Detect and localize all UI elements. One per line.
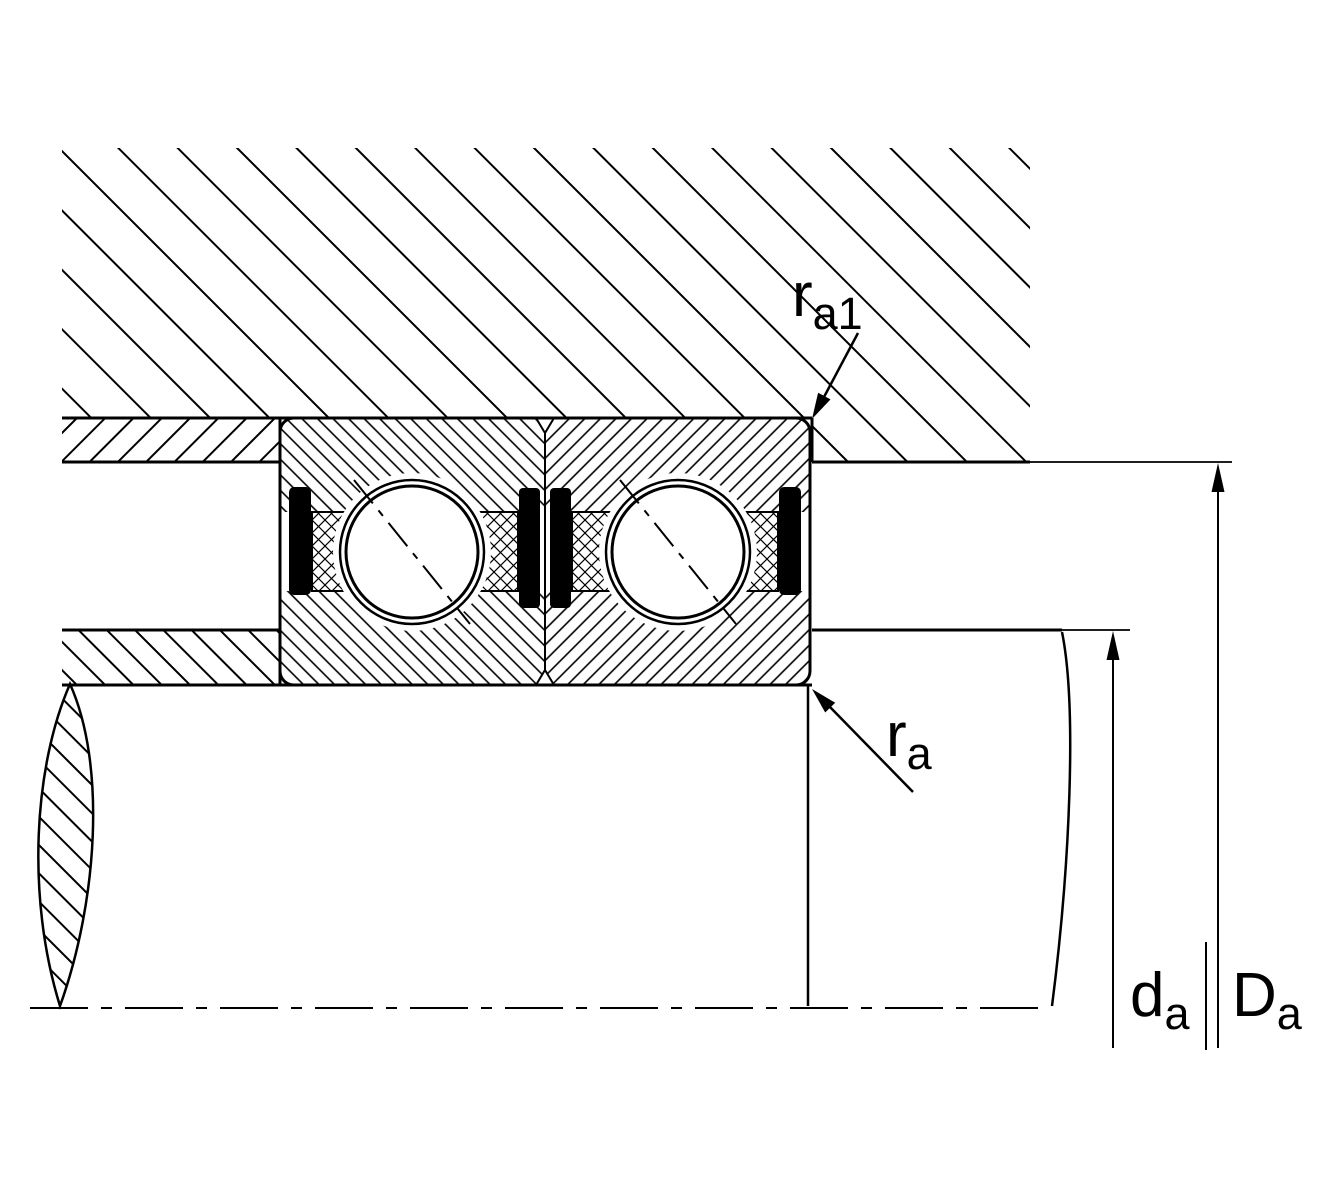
ra1-arrowhead bbox=[812, 392, 831, 419]
raceway-groove-right bbox=[604, 478, 752, 626]
joint-notch-bottom bbox=[535, 668, 555, 685]
seal-left bbox=[289, 487, 311, 595]
dimension-Da: Da bbox=[1211, 463, 1303, 1048]
contact-angle-line-right bbox=[619, 479, 737, 625]
label-ra1: ra1 bbox=[792, 261, 863, 339]
bearing-assembly bbox=[278, 416, 812, 687]
ra-arrowhead bbox=[812, 689, 836, 713]
shaft-shoulder-section bbox=[62, 630, 280, 685]
seal-center-right bbox=[550, 488, 571, 608]
ball-right bbox=[610, 484, 746, 620]
contact-angle-line-left bbox=[353, 479, 471, 625]
callout-ra: ra bbox=[812, 689, 933, 793]
ra-leader-line bbox=[828, 705, 914, 793]
ra1-leader-line bbox=[822, 332, 860, 398]
ball-left bbox=[344, 484, 480, 620]
label-da: da bbox=[1130, 961, 1190, 1039]
housing-section bbox=[62, 148, 1030, 462]
shaft-section-leaf bbox=[37, 680, 95, 1010]
bearing-outline bbox=[278, 416, 812, 687]
seal-right bbox=[779, 487, 801, 595]
label-ra: ra bbox=[886, 701, 933, 779]
housing-shoulder-ring bbox=[62, 418, 280, 462]
label-Da: Da bbox=[1232, 961, 1303, 1039]
raceway-groove-left bbox=[338, 478, 486, 626]
seal-center-left bbox=[519, 488, 540, 608]
Da-arrowhead bbox=[1211, 463, 1225, 492]
abutment-break-curve bbox=[1050, 631, 1072, 1007]
da-arrowhead bbox=[1106, 631, 1120, 660]
joint-notch-top bbox=[535, 418, 555, 435]
callout-ra1: ra1 bbox=[792, 261, 863, 419]
dimension-da: da bbox=[1106, 631, 1190, 1048]
